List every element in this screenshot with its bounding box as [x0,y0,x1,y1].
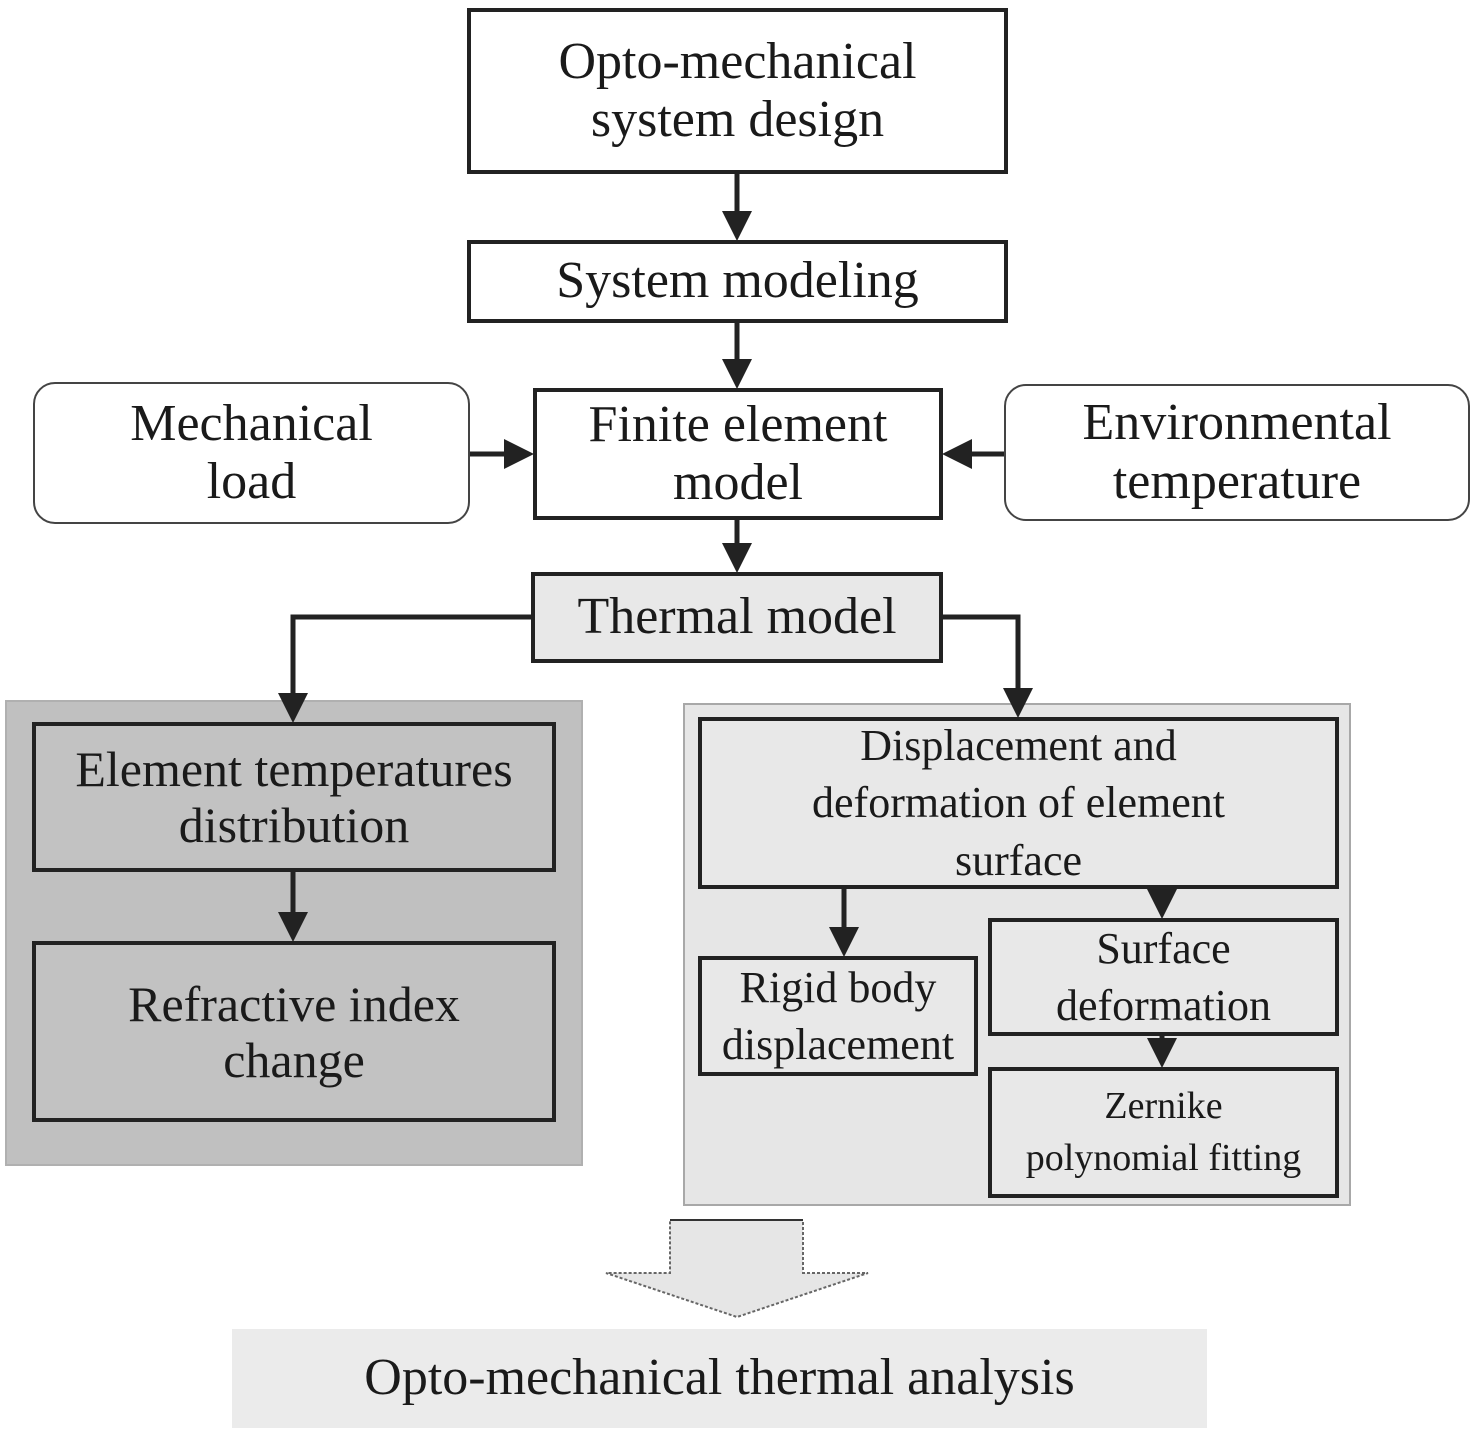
node-label: load [206,453,297,510]
node-mechanical-load: Mechanical load [33,382,470,524]
node-system-design: Opto-mechanical system design [467,8,1008,174]
node-label: Refractive index [128,975,460,1032]
node-label: displacement [721,1020,955,1069]
node-label: Opto-mechanical thermal analysis [364,1349,1075,1407]
node-label: Finite element [588,395,888,453]
node-displacement-deformation: Displacement and deformation of element … [698,717,1339,889]
node-label: Surface [1096,923,1231,973]
node-element-temperatures: Element temperatures distribution [32,722,556,872]
edge-thermal-to-displacement [943,614,1033,718]
node-system-modeling: System modeling [467,240,1008,323]
node-thermal-analysis: Opto-mechanical thermal analysis [232,1329,1207,1428]
node-environmental-temperature: Environmental temperature [1004,384,1470,521]
node-label: Rigid body [739,962,937,1012]
node-surface-deformation: Surface deformation [988,918,1339,1036]
node-label: Environmental [1082,394,1392,452]
node-label: Zernike [1104,1085,1223,1128]
node-label: model [673,454,803,511]
node-rigid-body: Rigid body displacement [698,956,978,1076]
node-zernike: Zernike polynomial fitting [988,1067,1339,1198]
node-label: deformation of element [812,778,1225,828]
node-label: System modeling [556,252,919,310]
node-finite-element-model: Finite element model [533,388,943,520]
node-label: distribution [178,797,410,853]
edge-thermal-to-temperatures [278,614,531,723]
node-label: temperature [1112,452,1362,510]
block-arrow-icon [605,1219,869,1319]
node-label: Element temperatures [75,741,513,797]
node-label: Displacement and [860,721,1177,771]
node-label: surface [954,835,1082,885]
node-refractive-index: Refractive index change [32,941,556,1122]
node-label: deformation [1055,981,1272,1030]
node-label: change [223,1031,365,1088]
node-label: Thermal model [577,588,897,646]
node-label: Opto-mechanical [558,32,917,90]
node-label: system design [590,91,885,148]
node-label: Mechanical [130,394,373,452]
node-thermal-model: Thermal model [531,572,943,663]
node-label: polynomial fitting [1025,1136,1302,1179]
